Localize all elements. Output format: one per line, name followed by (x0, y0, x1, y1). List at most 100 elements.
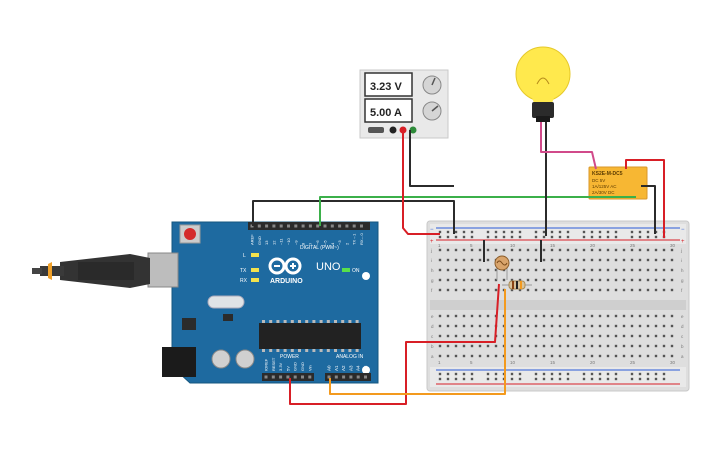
rail-hole[interactable] (614, 372, 618, 376)
header-pin[interactable] (345, 224, 349, 228)
ground-terminal[interactable] (409, 126, 417, 134)
breadboard-hole[interactable] (462, 258, 466, 262)
breadboard-hole[interactable] (630, 248, 634, 252)
header-pin[interactable] (286, 375, 290, 379)
breadboard-hole[interactable] (630, 288, 634, 292)
rail-hole[interactable] (494, 230, 498, 234)
breadboard-hole[interactable] (662, 324, 666, 328)
breadboard-hole[interactable] (662, 314, 666, 318)
breadboard-hole[interactable] (558, 354, 562, 358)
breadboard-hole[interactable] (526, 354, 530, 358)
rail-hole[interactable] (638, 230, 642, 234)
rail-hole[interactable] (462, 230, 466, 234)
breadboard-hole[interactable] (494, 268, 498, 272)
breadboard-hole[interactable] (614, 248, 618, 252)
rail-hole[interactable] (598, 377, 602, 381)
rail-hole[interactable] (470, 377, 474, 381)
breadboard-hole[interactable] (534, 248, 538, 252)
breadboard-hole[interactable] (454, 314, 458, 318)
header-pin[interactable] (338, 224, 342, 228)
breadboard-hole[interactable] (542, 354, 546, 358)
breadboard-hole[interactable] (478, 314, 482, 318)
breadboard-hole[interactable] (454, 268, 458, 272)
rail-hole[interactable] (606, 230, 610, 234)
rail-hole[interactable] (598, 235, 602, 239)
breadboard-hole[interactable] (518, 324, 522, 328)
breadboard-hole[interactable] (622, 334, 626, 338)
breadboard-hole[interactable] (606, 268, 610, 272)
rail-hole[interactable] (534, 372, 538, 376)
breadboard-hole[interactable] (622, 288, 626, 292)
rail-hole[interactable] (486, 230, 490, 234)
breadboard-hole[interactable] (606, 258, 610, 262)
breadboard-hole[interactable] (438, 248, 442, 252)
breadboard-hole[interactable] (638, 268, 642, 272)
breadboard-hole[interactable] (630, 324, 634, 328)
breadboard-hole[interactable] (654, 334, 658, 338)
breadboard-hole[interactable] (606, 314, 610, 318)
breadboard-hole[interactable] (542, 278, 546, 282)
breadboard-hole[interactable] (582, 248, 586, 252)
breadboard-hole[interactable] (582, 288, 586, 292)
breadboard-hole[interactable] (558, 258, 562, 262)
header-pin[interactable] (271, 375, 275, 379)
breadboard-hole[interactable] (614, 354, 618, 358)
rail-hole[interactable] (542, 235, 546, 239)
breadboard-hole[interactable] (462, 268, 466, 272)
breadboard-hole[interactable] (598, 288, 602, 292)
breadboard-hole[interactable] (486, 354, 490, 358)
rail-hole[interactable] (510, 235, 514, 239)
rail-hole[interactable] (598, 230, 602, 234)
header-pin[interactable] (301, 375, 304, 379)
breadboard-hole[interactable] (486, 258, 490, 262)
rail-hole[interactable] (534, 235, 538, 239)
breadboard-hole[interactable] (606, 324, 610, 328)
breadboard-hole[interactable] (654, 268, 658, 272)
breadboard-hole[interactable] (638, 334, 642, 338)
breadboard-hole[interactable] (518, 258, 522, 262)
breadboard-hole[interactable] (550, 288, 554, 292)
breadboard-hole[interactable] (446, 334, 450, 338)
breadboard-hole[interactable] (630, 314, 634, 318)
rail-hole[interactable] (630, 230, 634, 234)
rail-hole[interactable] (566, 372, 570, 376)
rail-hole[interactable] (662, 372, 666, 376)
breadboard-hole[interactable] (566, 278, 570, 282)
breadboard-hole[interactable] (550, 354, 554, 358)
breadboard-hole[interactable] (598, 278, 602, 282)
breadboard-hole[interactable] (462, 344, 466, 348)
breadboard-hole[interactable] (526, 324, 530, 328)
breadboard-hole[interactable] (638, 288, 642, 292)
breadboard-hole[interactable] (654, 278, 658, 282)
breadboard-hole[interactable] (462, 288, 466, 292)
breadboard-hole[interactable] (478, 354, 482, 358)
breadboard-hole[interactable] (438, 324, 442, 328)
breadboard-hole[interactable] (670, 248, 674, 252)
breadboard-hole[interactable] (670, 268, 674, 272)
breadboard-hole[interactable] (638, 354, 642, 358)
breadboard-hole[interactable] (630, 354, 634, 358)
breadboard-hole[interactable] (486, 248, 490, 252)
resistor[interactable] (502, 280, 532, 290)
rail-hole[interactable] (654, 377, 658, 381)
breadboard-hole[interactable] (446, 324, 450, 328)
breadboard-hole[interactable] (438, 334, 442, 338)
breadboard-hole[interactable] (454, 288, 458, 292)
breadboard-hole[interactable] (558, 288, 562, 292)
breadboard-hole[interactable] (534, 314, 538, 318)
rail-hole[interactable] (662, 377, 666, 381)
breadboard-hole[interactable] (582, 354, 586, 358)
breadboard-hole[interactable] (606, 278, 610, 282)
rail-hole[interactable] (446, 235, 450, 239)
breadboard-hole[interactable] (454, 248, 458, 252)
rail-hole[interactable] (606, 235, 610, 239)
breadboard-hole[interactable] (454, 344, 458, 348)
rail-hole[interactable] (590, 230, 594, 234)
rail-hole[interactable] (518, 372, 522, 376)
rail-hole[interactable] (558, 230, 562, 234)
rail-hole[interactable] (606, 377, 610, 381)
breadboard-hole[interactable] (526, 344, 530, 348)
rail-hole[interactable] (550, 377, 554, 381)
breadboard-hole[interactable] (470, 278, 474, 282)
breadboard-hole[interactable] (566, 354, 570, 358)
